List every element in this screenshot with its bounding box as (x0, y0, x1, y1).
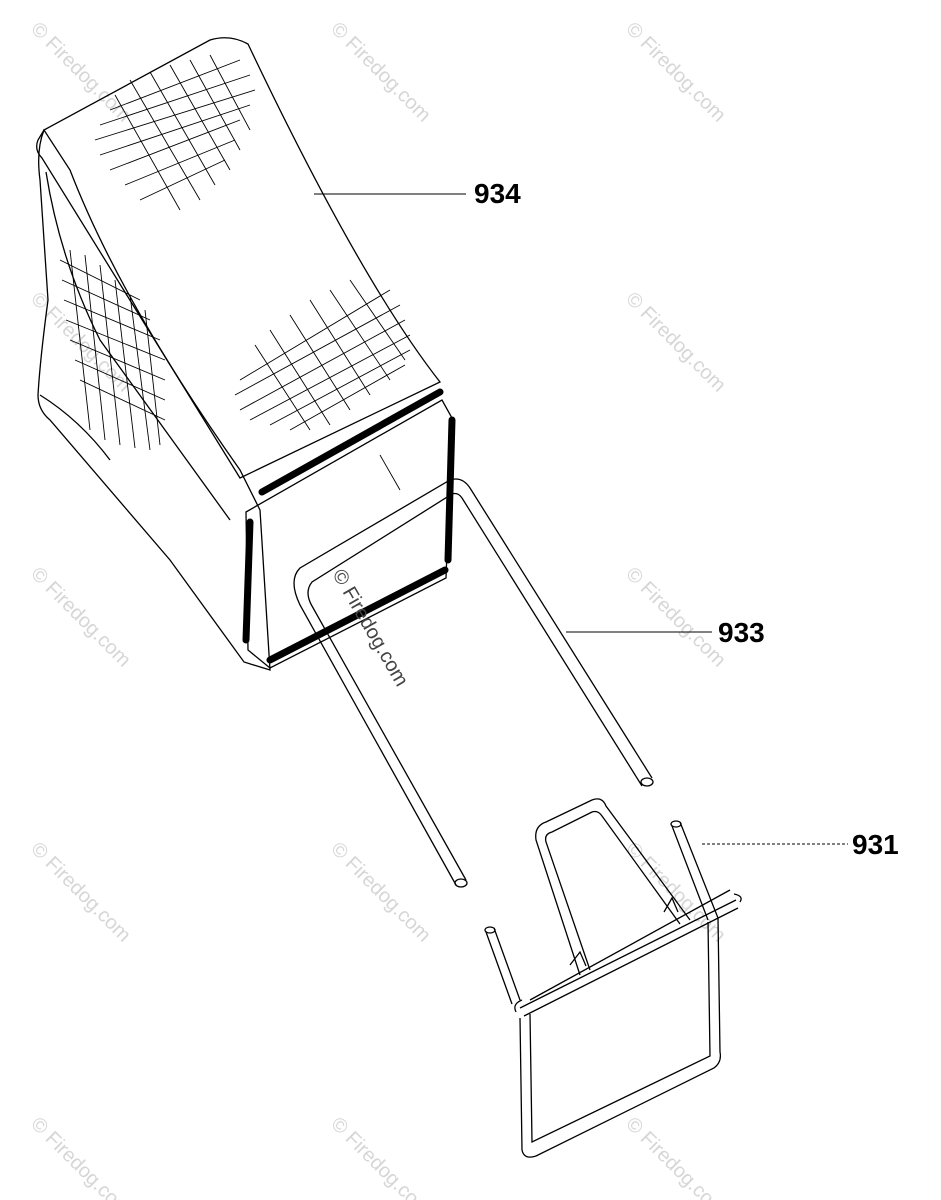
watermarks: © Firedog.com © Firedog.com © Firedog.co… (26, 18, 730, 1200)
bag-frame-931[interactable] (484, 798, 742, 1158)
watermark: © Firedog.com (26, 838, 135, 947)
watermark: © Firedog.com (621, 288, 730, 397)
handle-frame-933[interactable] (293, 478, 654, 888)
watermark: © Firedog.com (326, 18, 435, 127)
watermark: © Firedog.com (26, 563, 135, 672)
part-label-934: 934 (474, 178, 521, 209)
watermark: © Firedog.com (621, 18, 730, 127)
part-label-933: 933 (718, 617, 765, 648)
leader-lines (314, 193, 848, 845)
watermark: © Firedog.com (326, 838, 435, 947)
watermark: © Firedog.com (26, 1113, 135, 1200)
grass-bag-934[interactable] (36, 37, 456, 671)
watermark-center: © Firedog.com (328, 566, 413, 691)
watermark: © Firedog.com (621, 563, 730, 672)
part-label-931: 931 (852, 829, 899, 860)
watermark: © Firedog.com (621, 1113, 730, 1200)
watermark: © Firedog.com (326, 1113, 435, 1200)
